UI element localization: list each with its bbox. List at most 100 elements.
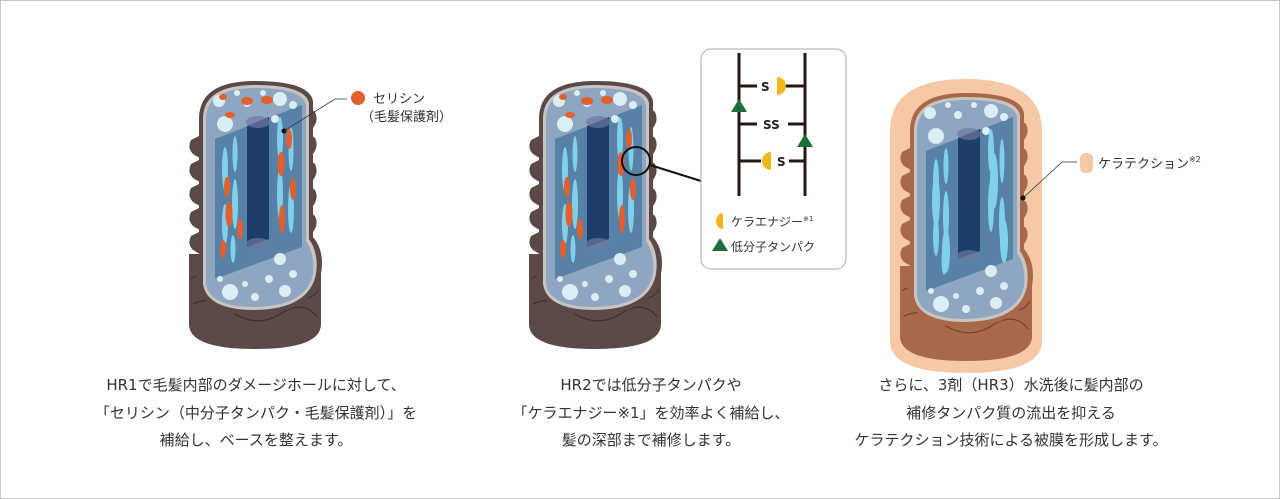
cortex-pore (953, 293, 959, 299)
cortex-fibril (1000, 219, 1008, 263)
keraenergy-half-circle-icon (777, 77, 786, 95)
serisin-label: セリシン (373, 92, 425, 107)
keratection-callout: ケラテクション※2 (1020, 153, 1201, 201)
cortex-pore (629, 270, 637, 278)
medulla-bottom (957, 250, 981, 262)
legend-protein: 低分子タンパク (731, 240, 815, 254)
legend-keraenergy: ケラエナジー※1 (731, 215, 813, 229)
cortex-pore (222, 284, 238, 300)
bond-label-s: S (761, 80, 770, 94)
serisin-particle (237, 219, 243, 239)
cortex-pore (265, 275, 273, 283)
serisin-particle (279, 205, 285, 233)
keratection-marker-icon (1080, 153, 1093, 173)
protein-triangle-icon (797, 134, 813, 147)
cortex-pore (962, 305, 970, 313)
caption-line: HR2では低分子タンパクや (560, 376, 742, 394)
cortex-fibril (572, 179, 578, 229)
cortex-fibril (230, 235, 236, 263)
cortex-fibril (570, 235, 576, 263)
serisin-particle (577, 219, 583, 239)
serisin-particle (581, 97, 593, 105)
serisin-particle (564, 177, 570, 197)
cortex-pore (289, 101, 297, 109)
legend-half-circle-icon (716, 213, 723, 229)
cortex-pore (574, 90, 580, 96)
detail-box (700, 48, 847, 270)
cortex-fibril (999, 139, 1005, 183)
magnifier-callout: S SS S ケラエナジー※1 低分子タンパク (621, 48, 847, 270)
serisin-marker-icon (351, 91, 365, 105)
hair-illustration-hr1 (189, 81, 322, 349)
serisin-particle (225, 201, 233, 227)
cortex-pore (605, 275, 613, 283)
cortex-pore (1000, 282, 1008, 290)
cortex-pore (562, 284, 578, 300)
cortex-pore (928, 288, 934, 294)
caption-hr2: HR2では低分子タンパクや 「ケラエナジー※1」を効率よく補給し、 髪の深部まで… (512, 372, 789, 455)
serisin-particle (560, 240, 566, 258)
legend-triangle-icon (712, 238, 728, 251)
serisin-particle (261, 96, 273, 104)
medulla-top (246, 116, 270, 128)
serisin-particle (559, 94, 567, 100)
bond-label-ss: SS (763, 118, 780, 132)
caption-line: 「ケラエナジー※1」を効率よく補給し、 (512, 403, 790, 422)
cortex-pore (217, 116, 233, 132)
cortex-pore (234, 90, 240, 96)
cortex-pore (619, 285, 631, 297)
cortex-pore (242, 281, 248, 287)
serisin-particle (225, 112, 235, 118)
cortex-pore (271, 115, 279, 123)
cortex-pore (976, 287, 984, 295)
cortex-pore (273, 92, 287, 106)
cortex-pore (982, 127, 990, 135)
keraenergy-half-circle-icon (762, 152, 771, 170)
serisin-particle (219, 94, 227, 100)
serisin-particle (220, 240, 226, 258)
serisin-sublabel: （毛髪保護剤） (361, 109, 452, 125)
hair-illustration-hr2 (529, 81, 662, 349)
caption-hr3: さらに、3剤（HR3）水洗後に髪内部の 補修タンパク質の流出を抑える ケラテクシ… (854, 372, 1167, 455)
cortex-pore (289, 270, 297, 278)
serisin-particle (290, 178, 296, 200)
cortex-pore (557, 116, 573, 132)
cortex-fibril (277, 117, 283, 161)
caption-line: 補給し、ベースを整えます。 (159, 431, 353, 449)
medulla-band (587, 117, 609, 247)
medulla-top (957, 128, 981, 140)
hair-illustration-hr3 (890, 79, 1042, 373)
cortex-pore (984, 104, 998, 118)
cortex-pore (990, 297, 1002, 309)
cortex-pore (251, 293, 259, 301)
medulla-top (586, 116, 610, 128)
medulla-band (247, 117, 269, 247)
bond-ladder (737, 53, 807, 196)
magnifier-line (649, 164, 702, 182)
bond-label-s: S (777, 155, 786, 169)
caption-line: 髪の深部まで補修します。 (561, 431, 741, 449)
cortex-pore (629, 101, 637, 109)
keratection-label: ケラテクション※2 (1098, 155, 1201, 172)
cortex-pore (611, 115, 619, 123)
serisin-particle (601, 96, 613, 104)
caption-line: ケラテクション技術による被膜を形成します。 (854, 431, 1168, 449)
medulla-bottom (586, 238, 610, 250)
cortex-fibril (942, 229, 950, 273)
cortex-pore (217, 276, 223, 282)
serisin-particle (565, 201, 573, 227)
cortex-fibril (232, 136, 238, 172)
cortex-pore (614, 253, 626, 265)
caption-line: HR1で毛髪内部のダメージホールに対して、 (106, 376, 406, 394)
cortex-pore (600, 90, 606, 96)
cortex-pore (945, 102, 951, 108)
serisin-particle (626, 129, 632, 149)
callout-line (1022, 161, 1077, 199)
cortex-fibril (943, 191, 949, 241)
callout-line (283, 98, 347, 132)
cortex-pore (260, 90, 266, 96)
medulla-band (958, 129, 980, 259)
cortex-pore (985, 265, 997, 277)
